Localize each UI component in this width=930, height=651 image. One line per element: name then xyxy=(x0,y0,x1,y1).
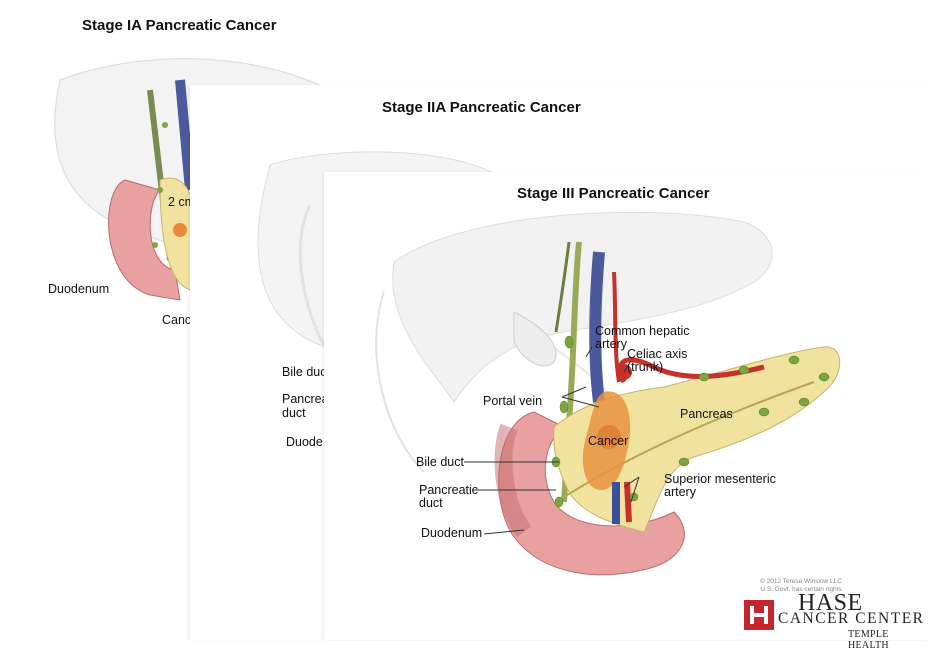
stage-iia-bile-duct-label: Bile duc xyxy=(282,365,326,379)
logo-cancer-center-text: CANCER CENTER xyxy=(778,610,925,628)
duodenum-label: Duodenum xyxy=(421,526,482,540)
stage-iii-title: Stage III Pancreatic Cancer xyxy=(517,185,710,202)
pancreatic-duct-label-1: Pancreatic xyxy=(419,483,478,497)
copyright-line-1: © 2012 Terese Winslow LLC xyxy=(760,578,842,586)
stage-iii-illustration xyxy=(324,172,930,640)
stage-ia-title: Stage IA Pancreatic Cancer xyxy=(82,17,277,34)
stage-iia-pancreatic-duct-label-2: duct xyxy=(282,406,306,420)
logo-temple-health-text: TEMPLE HEALTH xyxy=(848,629,930,651)
stage-iia-title: Stage IIA Pancreatic Cancer xyxy=(382,99,581,116)
superior-mesenteric-artery-label-1: Superior mesenteric xyxy=(664,472,776,486)
superior-mesenteric-artery-label-2: artery xyxy=(664,485,696,499)
pancreatic-duct-label-2: duct xyxy=(419,496,443,510)
common-hepatic-artery-label-1: Common hepatic xyxy=(595,324,690,338)
bile-duct-label: Bile duct xyxy=(416,455,464,469)
stage-ia-duodenum-label: Duodenum xyxy=(48,282,109,296)
slide-stage-iii: Stage III Pancreatic Cancer Common hepat… xyxy=(324,172,930,640)
logo-mark-icon xyxy=(744,600,774,630)
pancreas-label: Pancreas xyxy=(680,407,733,421)
cancer-label: Cancer xyxy=(588,434,628,448)
stage-iia-duodenum-label: Duode xyxy=(286,435,323,449)
stage-ia-cancer-label: Canc xyxy=(162,313,191,327)
celiac-axis-label-1: Celiac axis xyxy=(627,347,687,361)
portal-vein-label: Portal vein xyxy=(483,394,542,408)
stage-iia-pancreatic-duct-label-1: Pancrea xyxy=(282,392,329,406)
celiac-axis-label-2: (trunk) xyxy=(627,360,663,374)
common-hepatic-artery-label-2: artery xyxy=(595,337,627,351)
cancer-center-logo: HASE CANCER CENTER TEMPLE HEALTH xyxy=(740,588,930,640)
